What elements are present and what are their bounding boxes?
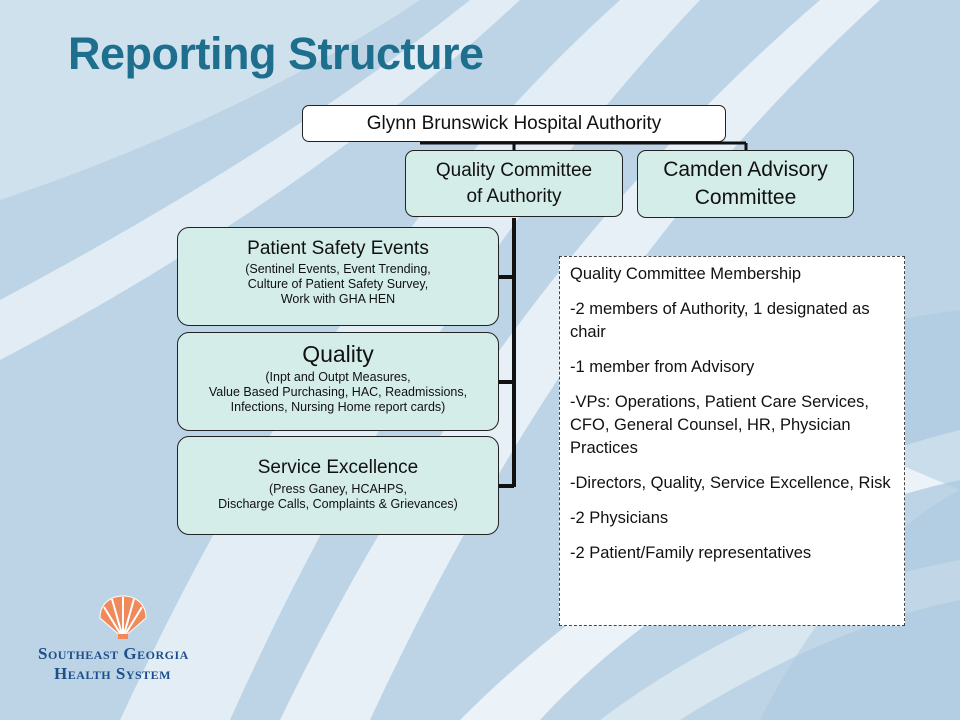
membership-item: -1 member from Advisory [570,358,755,376]
subcommittee-patient-safety: Patient Safety Events (Sentinel Events, … [177,227,499,326]
root-node-hospital-authority: Glynn Brunswick Hospital Authority [302,105,726,142]
node-quality-committee: Quality Committee of Authority [405,150,623,217]
subcommittee-detail: (Inpt and Outpt Measures, [265,370,411,384]
subcommittee-service-excellence: Service Excellence (Press Ganey, HCAHPS,… [177,436,499,535]
subcommittee-title: Service Excellence [257,457,419,478]
subcommittee-detail: Work with GHA HEN [280,292,396,306]
subcommittee-title: Quality [302,341,374,367]
node-label-line2: of Authority [466,186,562,207]
shell-icon [99,595,147,639]
subcommittee-detail: Value Based Purchasing, HAC, Readmission… [208,385,468,399]
node-label-line1: Quality Committee [435,160,593,181]
node-label-line1: Camden Advisory [663,158,828,181]
subcommittee-detail: (Sentinel Events, Event Trending, [245,262,431,276]
logo-line2: Health System [54,664,172,683]
root-node-label: Glynn Brunswick Hospital Authority [366,113,662,134]
subcommittee-title: Patient Safety Events [247,238,429,259]
subcommittee-detail: Discharge Calls, Complaints & Grievances… [218,497,458,511]
subcommittee-detail: (Press Ganey, HCAHPS, [268,482,407,496]
logo-line1: Southeast Georgia [38,644,189,663]
node-label-line2: Committee [694,186,797,209]
membership-item: -2 Physicians [570,509,669,527]
organization-logo: Southeast Georgia Health System [38,594,228,694]
slide-title: Reporting Structure [68,28,484,79]
membership-heading: Quality Committee Membership [570,265,802,283]
node-camden-advisory: Camden Advisory Committee [637,150,854,218]
subcommittee-detail: Culture of Patient Safety Survey, [247,277,429,291]
membership-textbox: Quality Committee Membership -2 members … [559,256,905,626]
subcommittee-quality: Quality (Inpt and Outpt Measures, Value … [177,332,499,431]
membership-item: -2 Patient/Family representatives [570,544,812,562]
membership-item: -VPs: Operations, Patient Care Services,… [570,393,869,457]
membership-item: -Directors, Quality, Service Excellence,… [570,474,891,492]
membership-item: -2 members of Authority, 1 designated as… [570,300,870,341]
subcommittee-detail: Infections, Nursing Home report cards) [230,400,446,414]
